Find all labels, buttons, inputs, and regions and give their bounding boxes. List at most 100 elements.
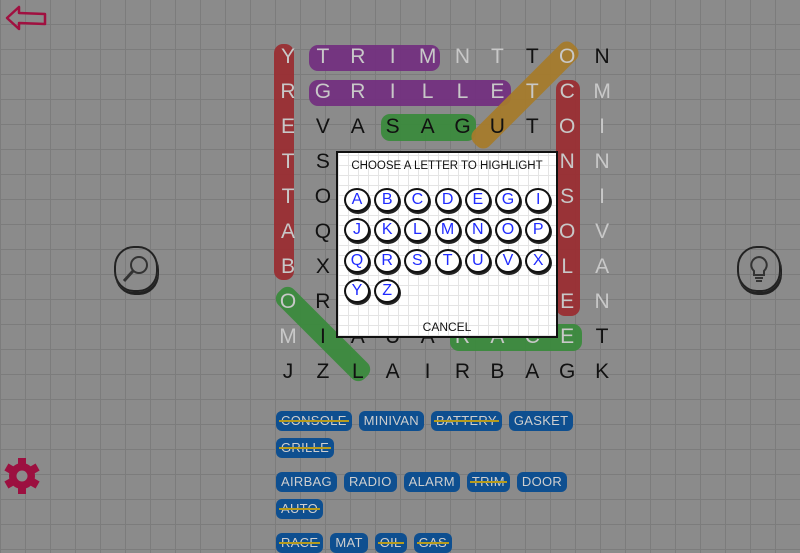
grid-cell[interactable]: Q [314, 220, 332, 243]
grid-cell[interactable]: S [385, 115, 400, 138]
letter-button[interactable]: A [344, 188, 370, 212]
grid-cell[interactable]: U [489, 115, 505, 138]
grid-cell[interactable]: Z [316, 360, 330, 383]
grid-cell[interactable]: I [389, 45, 396, 68]
grid-cell[interactable]: V [315, 115, 330, 138]
grid-cell[interactable]: A [525, 360, 540, 383]
grid-cell[interactable]: N [594, 150, 610, 173]
settings-button[interactable] [2, 456, 42, 496]
grid-cell[interactable]: A [350, 115, 365, 138]
cancel-button[interactable]: CANCEL [422, 320, 472, 334]
grid-cell[interactable]: L [561, 255, 574, 278]
grid-cell[interactable]: E [560, 290, 575, 313]
grid-cell[interactable]: T [490, 45, 504, 68]
grid-cell[interactable]: T [316, 45, 330, 68]
grid-cell[interactable]: I [319, 325, 326, 348]
grid-cell[interactable]: R [315, 290, 331, 313]
letter-button[interactable]: I [525, 188, 552, 212]
grid-cell[interactable]: R [350, 80, 366, 103]
letter-button[interactable]: S [404, 248, 431, 273]
grid-cell[interactable]: I [599, 185, 606, 208]
grid-cell[interactable]: E [280, 115, 295, 138]
grid-cell[interactable]: A [280, 220, 295, 243]
grid-cell[interactable]: B [490, 360, 505, 383]
letter-button[interactable]: J [344, 218, 370, 243]
letter-button[interactable]: Z [374, 278, 401, 303]
letter-button[interactable]: N [464, 218, 491, 243]
grid-cell[interactable]: O [314, 185, 332, 208]
grid-cell[interactable]: K [595, 360, 610, 383]
grid-cell[interactable]: M [279, 325, 297, 348]
letter-button[interactable]: V [495, 248, 521, 273]
word-chip: OIL [374, 533, 407, 553]
grid-cell[interactable]: X [315, 255, 330, 278]
grid-cell[interactable]: O [559, 45, 576, 68]
grid-cell[interactable]: A [420, 115, 435, 138]
grid-cell[interactable]: L [351, 360, 364, 383]
grid-cell[interactable]: T [525, 115, 539, 138]
grid-cell[interactable]: T [281, 185, 295, 208]
grid-cell[interactable]: N [594, 290, 610, 313]
grid-cell[interactable]: R [350, 45, 366, 68]
grid-cell[interactable]: L [421, 80, 434, 103]
grid-cell[interactable]: A [385, 360, 400, 383]
letter-button[interactable]: O [495, 218, 521, 243]
grid-cell[interactable]: E [560, 325, 575, 348]
grid-cell[interactable]: M [418, 45, 437, 68]
lightbulb-hint-button[interactable] [737, 246, 781, 292]
letter-button[interactable]: M [434, 218, 461, 243]
grid-cell[interactable]: G [454, 115, 471, 138]
grid-cell[interactable]: V [595, 220, 610, 243]
letter-button[interactable]: E [464, 188, 491, 212]
grid-cell[interactable]: N [559, 150, 575, 173]
grid-cell[interactable]: N [594, 45, 610, 68]
grid-cell[interactable]: G [559, 360, 576, 383]
letter-button[interactable]: B [374, 188, 401, 212]
grid-cell[interactable]: S [315, 150, 330, 173]
letter-button[interactable]: C [404, 188, 431, 212]
letter-button[interactable]: P [525, 218, 552, 243]
letter-button[interactable]: T [434, 248, 461, 273]
letter-button[interactable]: G [495, 188, 521, 212]
letter-button[interactable]: R [374, 248, 401, 273]
grid-cell[interactable]: T [525, 45, 539, 68]
grid-cell[interactable]: T [595, 325, 609, 348]
word-chip: RADIO [343, 472, 397, 492]
grid-cell[interactable]: I [389, 80, 396, 103]
word-chip: ALARM [403, 472, 460, 492]
letter-button[interactable]: K [374, 218, 401, 243]
grid-cell[interactable]: O [279, 290, 297, 313]
grid-cell[interactable]: O [559, 220, 576, 243]
grid-cell[interactable]: N [454, 45, 471, 68]
grid-cell[interactable]: G [314, 80, 332, 103]
dialog-title: CHOOSE A LETTER TO HIGHLIGHT [351, 160, 543, 172]
letter-button[interactable]: Y [344, 278, 370, 303]
grid-cell[interactable]: R [280, 80, 296, 103]
word-chip: GASKET [508, 411, 574, 431]
grid-cell[interactable]: T [281, 150, 295, 173]
grid-cell[interactable]: E [490, 80, 505, 103]
grid-cell[interactable]: Y [280, 45, 295, 68]
search-hint-button[interactable] [114, 246, 158, 292]
highlight-grille [309, 80, 511, 106]
grid-cell[interactable]: O [559, 115, 576, 138]
letter-button[interactable]: D [434, 188, 461, 212]
grid-cell[interactable]: J [282, 360, 294, 383]
grid-cell[interactable]: L [456, 80, 469, 103]
grid-cell[interactable]: S [560, 185, 575, 208]
letter-button[interactable]: U [464, 248, 491, 273]
word-chip: MAT [330, 533, 368, 553]
letter-button[interactable]: X [525, 248, 552, 273]
grid-cell[interactable]: C [559, 80, 575, 103]
letter-button[interactable]: L [404, 218, 431, 243]
grid-cell[interactable]: A [595, 255, 610, 278]
grid-cell[interactable]: I [599, 115, 606, 138]
back-button[interactable] [4, 4, 48, 34]
letter-button[interactable]: Q [344, 248, 370, 273]
grid-cell[interactable]: R [454, 360, 471, 383]
grid-cell[interactable]: B [280, 255, 295, 278]
grid-cell[interactable]: I [424, 360, 431, 383]
grid-cell[interactable]: M [593, 80, 611, 103]
grid-cell[interactable]: T [525, 80, 539, 103]
